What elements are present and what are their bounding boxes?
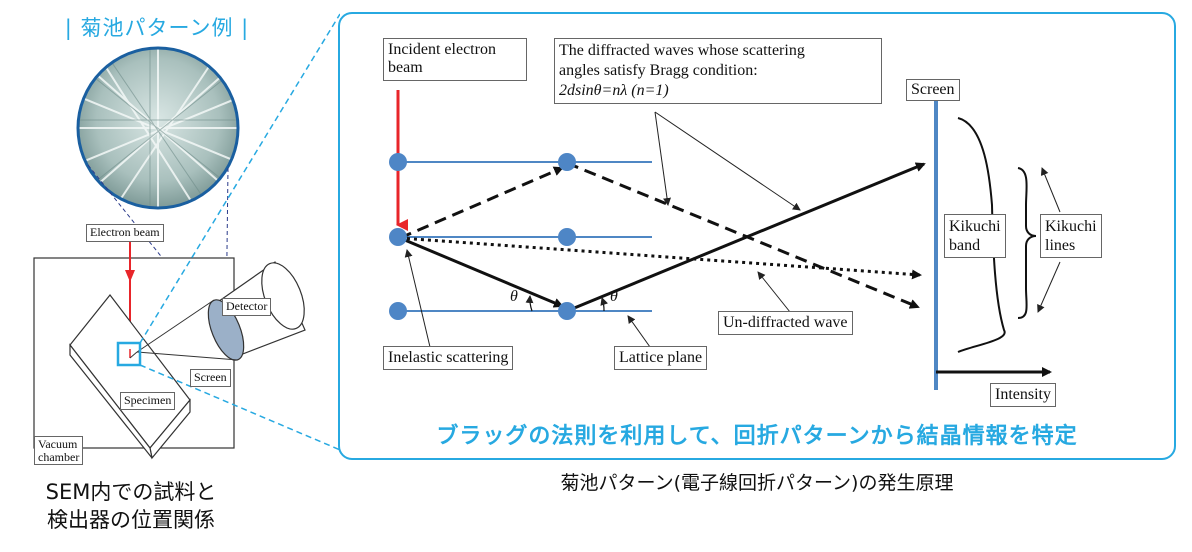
screen-label: Screen — [190, 369, 231, 387]
theta-label-1: θ — [510, 288, 518, 305]
kikuchi-band-line2: band — [949, 237, 981, 255]
diagram-screen-label: Screen — [906, 79, 960, 102]
kikuchi-lines-line2: lines — [1045, 237, 1076, 255]
sem-schematic — [33, 13, 340, 460]
bragg-line2: angles satisfy Bragg condition: — [559, 62, 758, 79]
incident-beam-label: Incident electron beam — [383, 38, 527, 81]
bottom-caption: 菊池パターン(電子線回折パターン)の発生原理 — [560, 472, 954, 494]
kikuchi-lines-label: Kikuchi lines — [1040, 214, 1102, 259]
incident-label-line2: beam — [388, 59, 423, 77]
undiffracted-wave-label: Un-diffracted wave — [718, 311, 853, 336]
kikuchi-pattern-image — [76, 46, 240, 210]
incident-label-line1: Incident electron — [388, 41, 496, 58]
kikuchi-band-label: Kikuchi band — [944, 214, 1006, 259]
kikuchi-lines-line1: Kikuchi — [1045, 218, 1097, 235]
kikuchi-example-title: | 菊池パターン例 | — [64, 16, 250, 40]
left-caption-line2: 検出器の位置関係 — [47, 508, 215, 533]
left-caption: SEM内での試料と 検出器の位置関係 — [16, 478, 246, 535]
bragg-line1: The diffracted waves whose scattering — [559, 42, 805, 59]
theta-label-2: θ — [610, 288, 618, 305]
bragg-line3: 2dsinθ=nλ (n=1) — [559, 82, 669, 99]
vacuum-chamber-label: Vacuum chamber — [34, 436, 84, 466]
lattice-plane-label: Lattice plane — [614, 346, 708, 371]
inelastic-scattering-label: Inelastic scattering — [383, 346, 514, 371]
kikuchi-band-line1: Kikuchi — [949, 218, 1001, 235]
electron-beam-label: Electron beam — [86, 224, 164, 242]
vacuum-label-line1: Vacuum — [38, 437, 78, 451]
specimen-label: Specimen — [120, 392, 176, 410]
vacuum-label-line2: chamber — [38, 449, 80, 464]
intensity-profile — [957, 117, 1006, 353]
detector-label: Detector — [222, 298, 272, 316]
diagram-frame — [338, 12, 1176, 460]
bragg-condition-label: The diffracted waves whose scattering an… — [554, 38, 882, 104]
bragg-law-banner: ブラッグの法則を利用して、回折パターンから結晶情報を特定 — [436, 424, 1078, 449]
intensity-label: Intensity — [990, 383, 1056, 408]
left-caption-line1: SEM内での試料と — [45, 480, 217, 504]
